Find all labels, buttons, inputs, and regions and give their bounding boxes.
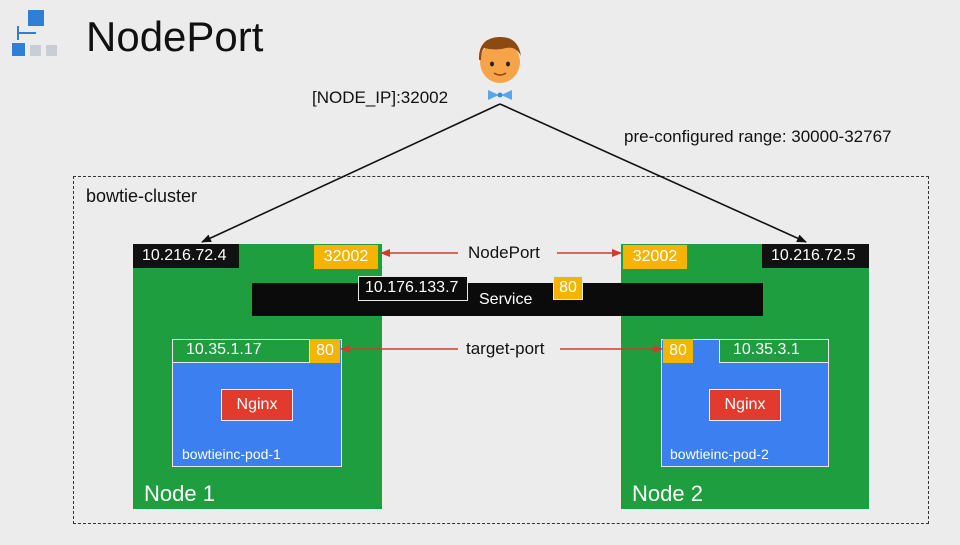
user-to-node-2-arrow [499,103,807,243]
nginx-container-1: Nginx [221,389,293,421]
user-to-node-1-arrow [201,103,501,243]
pod-1-ip: 10.35.1.17 [172,339,310,363]
service-label: Service [479,291,533,308]
pod-2-name: bowtieinc-pod-2 [670,446,769,462]
service-cluster-ip: 10.176.133.7 [358,276,468,301]
pod-1-target-port: 80 [310,339,340,363]
user-avatar-icon [472,30,528,106]
cluster-label: bowtie-cluster [86,186,198,206]
node-1-name: Node 1 [144,481,215,506]
node-1-ip: 10.216.72.4 [133,244,239,268]
node-1-nodeport: 32002 [314,245,378,269]
service-bar [252,283,763,316]
node-2-name: Node 2 [632,481,703,506]
target-port-label: target-port [460,338,551,360]
pod-1-name: bowtieinc-pod-1 [182,446,281,462]
cluster-boundary [73,176,929,524]
page-title: NodePort [86,13,264,60]
node-2-ip: 10.216.72.5 [762,244,869,268]
access-label: [NODE_IP]:32002 [312,88,449,107]
node-2-nodeport: 32002 [623,245,687,269]
service-port: 80 [553,276,583,300]
nodeport-label: NodePort [462,242,546,264]
range-label: pre-configured range: 30000-32767 [624,127,892,146]
node-diagram-icon [12,10,62,60]
pod-2-target-port: 80 [663,339,693,363]
pod-2-ip: 10.35.3.1 [719,339,829,363]
nginx-container-2: Nginx [709,389,781,421]
